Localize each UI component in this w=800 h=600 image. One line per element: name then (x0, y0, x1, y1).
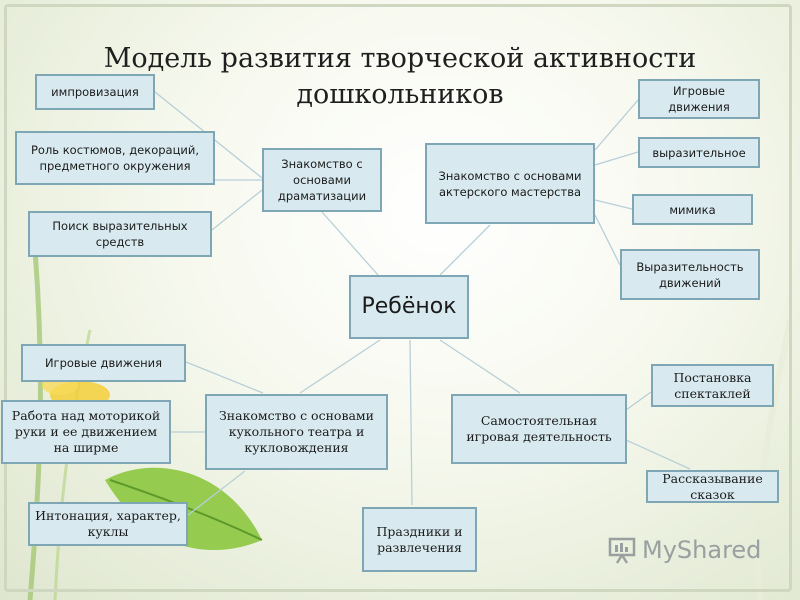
hub-independent-play: Самостоятельная игровая деятельность (451, 394, 627, 464)
hub-dramatization: Знакомство с основами драматизации (262, 148, 382, 212)
leaf-improvisation: импровизация (35, 74, 155, 110)
leaf-staging: Постановка спектаклей (651, 364, 774, 407)
page-title: Модель развития творческой активности (103, 43, 697, 74)
leaf-game-movements-left: Игровые движения (21, 344, 186, 382)
leaf-mimicry: мимика (632, 194, 753, 225)
center-node-child: Ребёнок (349, 275, 469, 339)
watermark-text: MyShared (642, 536, 762, 564)
watermark-logo: MyShared (608, 536, 761, 564)
hub-puppet-theatre: Знакомство с основами кукольного театра … (205, 394, 388, 470)
hub-holidays: Праздники и развлечения (362, 507, 477, 572)
leaf-movement-expressiveness: Выразительность движений (620, 249, 760, 300)
presentation-icon (608, 536, 636, 564)
leaf-storytelling: Рассказывание сказок (646, 470, 779, 503)
leaf-expressive: выразительное (638, 137, 760, 168)
leaf-game-movements-top: Игровые движения (638, 79, 760, 119)
hub-acting: Знакомство с основами актерского мастерс… (425, 143, 595, 224)
page-title-line2: дошкольников (296, 79, 504, 110)
leaf-motor-work: Работа над моторикой руки и ее движением… (1, 400, 171, 464)
leaf-search-means: Поиск выразительных средств (28, 211, 212, 257)
leaf-intonation: Интонация, характер, куклы (28, 502, 188, 546)
leaf-costumes: Роль костюмов, декораций, предметного ок… (15, 131, 215, 185)
